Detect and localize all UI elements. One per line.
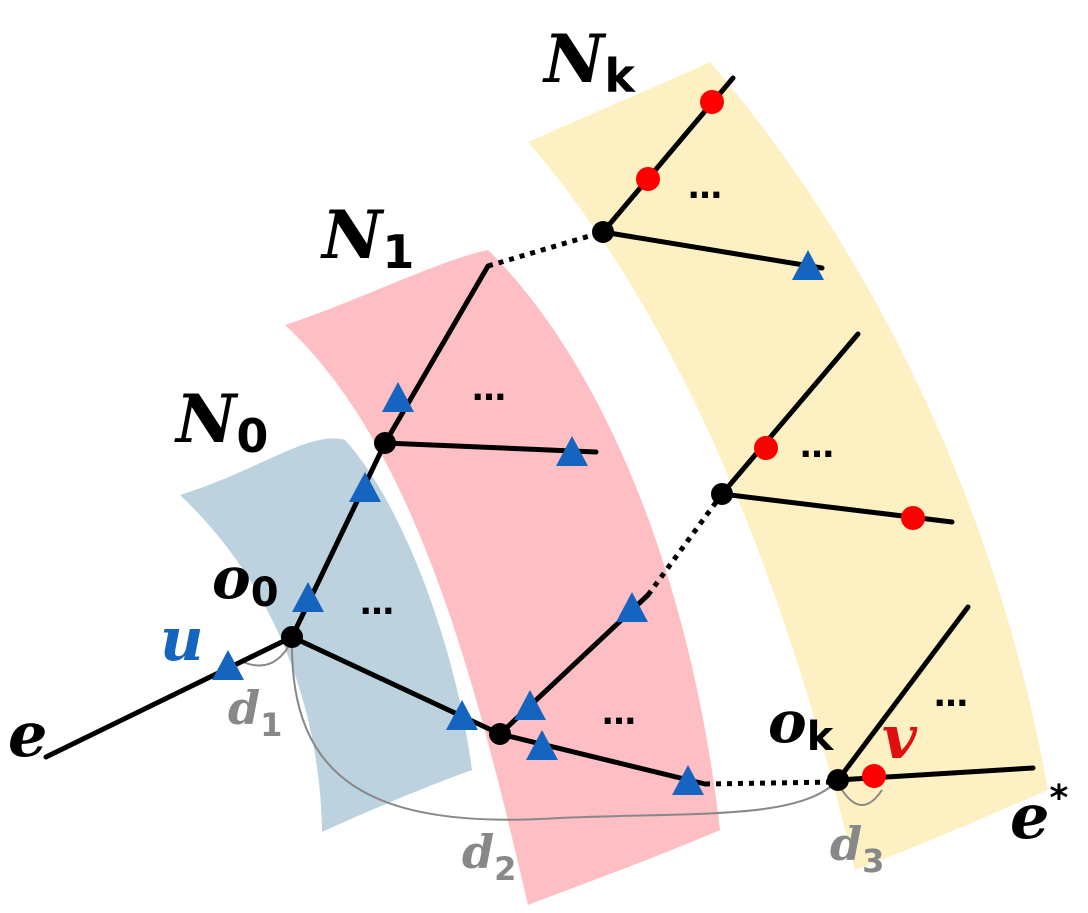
red-point-nk-mid-2	[901, 506, 925, 530]
blue-triangle-group	[212, 250, 824, 795]
node-n1-junction	[374, 432, 396, 454]
edge-nk-top-side	[600, 229, 825, 271]
node-p1	[489, 723, 511, 745]
label-d1: d1	[228, 681, 282, 744]
triangle-n1-side	[556, 436, 588, 466]
region-nk-band	[528, 62, 1048, 870]
edge-n1-side	[382, 440, 599, 455]
ellipsis-nk-top: …	[688, 167, 722, 207]
ellipsis-nk-low: …	[934, 675, 968, 715]
node-nk-mid	[711, 483, 733, 505]
node-ok	[827, 769, 849, 791]
ellipsis-n1-upper: …	[472, 369, 506, 409]
edge-n1-trunk	[382, 263, 491, 446]
distance-d2-arc	[290, 639, 839, 821]
ellipsis-n1-lower: …	[602, 693, 636, 733]
triangle-p1-branch-up	[616, 592, 648, 622]
triangle-p1-branch-low	[514, 690, 546, 720]
label-nk: Nk	[542, 20, 636, 103]
triangle-n0-upper	[349, 472, 381, 502]
ellipsis-n0: …	[360, 583, 394, 623]
triangle-n1-trunk	[382, 382, 414, 412]
label-u: u	[160, 605, 204, 675]
edge-ok-trunk	[835, 604, 971, 783]
red-point-nk-top-1	[700, 90, 724, 114]
region-n1-band	[285, 250, 720, 905]
dotted-n1-to-nk-top	[487, 229, 604, 269]
label-n0: N0	[174, 380, 268, 463]
red-point-v	[862, 764, 886, 788]
edge-e	[43, 634, 295, 760]
label-e-star: e*	[1010, 778, 1068, 853]
triangle-nk-top-side	[792, 250, 824, 280]
label-n1: N1	[320, 196, 414, 279]
label-d2: d2	[462, 825, 516, 888]
label-e: e	[8, 698, 47, 771]
distance-d3-arc	[841, 789, 883, 806]
triangle-p1-low	[526, 730, 558, 760]
ellipsis-nk-mid: …	[800, 426, 834, 466]
triangle-n1-low	[446, 700, 478, 730]
edge-nk-mid-trunk	[719, 331, 861, 497]
triangle-u	[212, 650, 244, 680]
label-ok: ok	[768, 688, 835, 760]
node-nk-top	[592, 221, 614, 243]
red-point-nk-top-2	[636, 167, 660, 191]
node-o0	[281, 626, 303, 648]
region-n0-band	[180, 438, 472, 832]
label-o0: o0	[212, 544, 279, 616]
red-point-nk-mid-1	[754, 436, 778, 460]
edge-p1-to-ok	[497, 731, 708, 787]
dotted-to-ok	[704, 779, 839, 787]
label-v: v	[882, 703, 918, 773]
triangle-o0	[292, 582, 324, 612]
triangle-n1-end	[672, 765, 704, 795]
label-d3: d3	[830, 817, 884, 880]
